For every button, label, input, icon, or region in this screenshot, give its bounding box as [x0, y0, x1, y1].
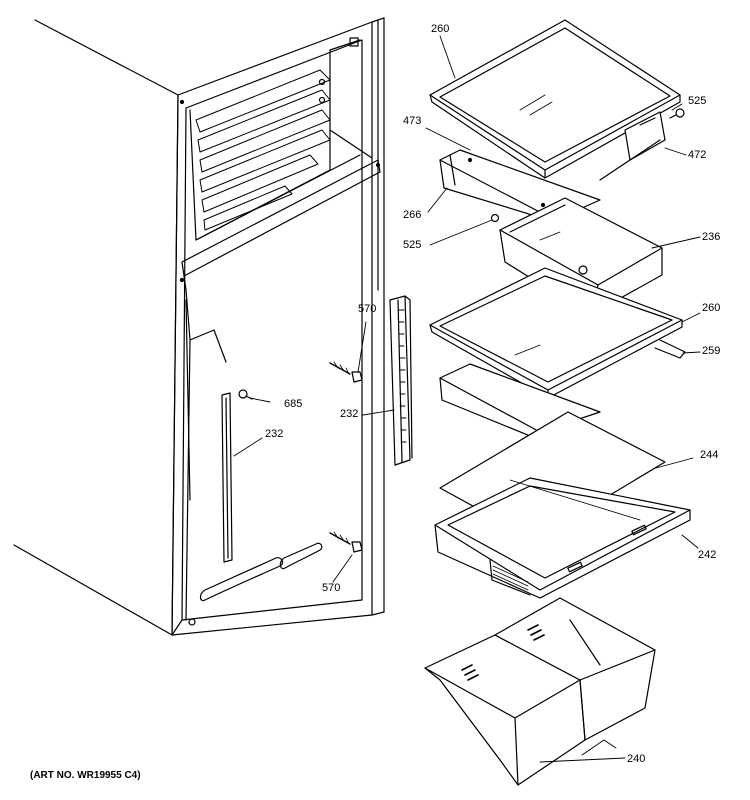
shelf-frame-259 [440, 340, 685, 440]
callout-266: 266 [403, 209, 422, 221]
callout-525-top-screw: 525 [688, 95, 707, 107]
crisper-drawer-right [495, 598, 655, 740]
callout-570-bottom-screw: 570 [322, 582, 341, 594]
callout-685: 685 [284, 398, 303, 410]
freezer-shelf-ribs [196, 70, 330, 230]
screw-525-mid [492, 215, 499, 222]
screw-570-top [330, 362, 362, 382]
callout-242: 242 [698, 549, 717, 561]
leader-lines [234, 36, 700, 762]
callout-240: 240 [627, 753, 646, 765]
art-number: (ART NO. WR19955 C4) [30, 770, 141, 781]
callout-232-left-ladder: 232 [265, 428, 284, 440]
callout-236: 236 [702, 231, 721, 243]
screw-570-bottom [330, 532, 362, 552]
center-shelf-ladder [390, 296, 412, 465]
callout-232-center-ladder: 232 [340, 408, 359, 420]
callout-260-top-shelf: 260 [431, 23, 450, 35]
callout-260-mid-shelf: 260 [702, 302, 721, 314]
crisper-frame [435, 478, 690, 598]
glass-shelf-top [430, 20, 680, 178]
callout-472: 472 [688, 149, 707, 161]
callout-570-top-screw: 570 [358, 303, 377, 315]
callout-244: 244 [700, 449, 719, 461]
callout-473: 473 [403, 115, 422, 127]
screw-525-top [670, 109, 684, 118]
refrigerator-cabinet [14, 18, 384, 635]
callout-525-mid-screw: 525 [403, 239, 422, 251]
callout-259: 259 [702, 345, 721, 357]
left-shelf-ladder [222, 393, 232, 562]
